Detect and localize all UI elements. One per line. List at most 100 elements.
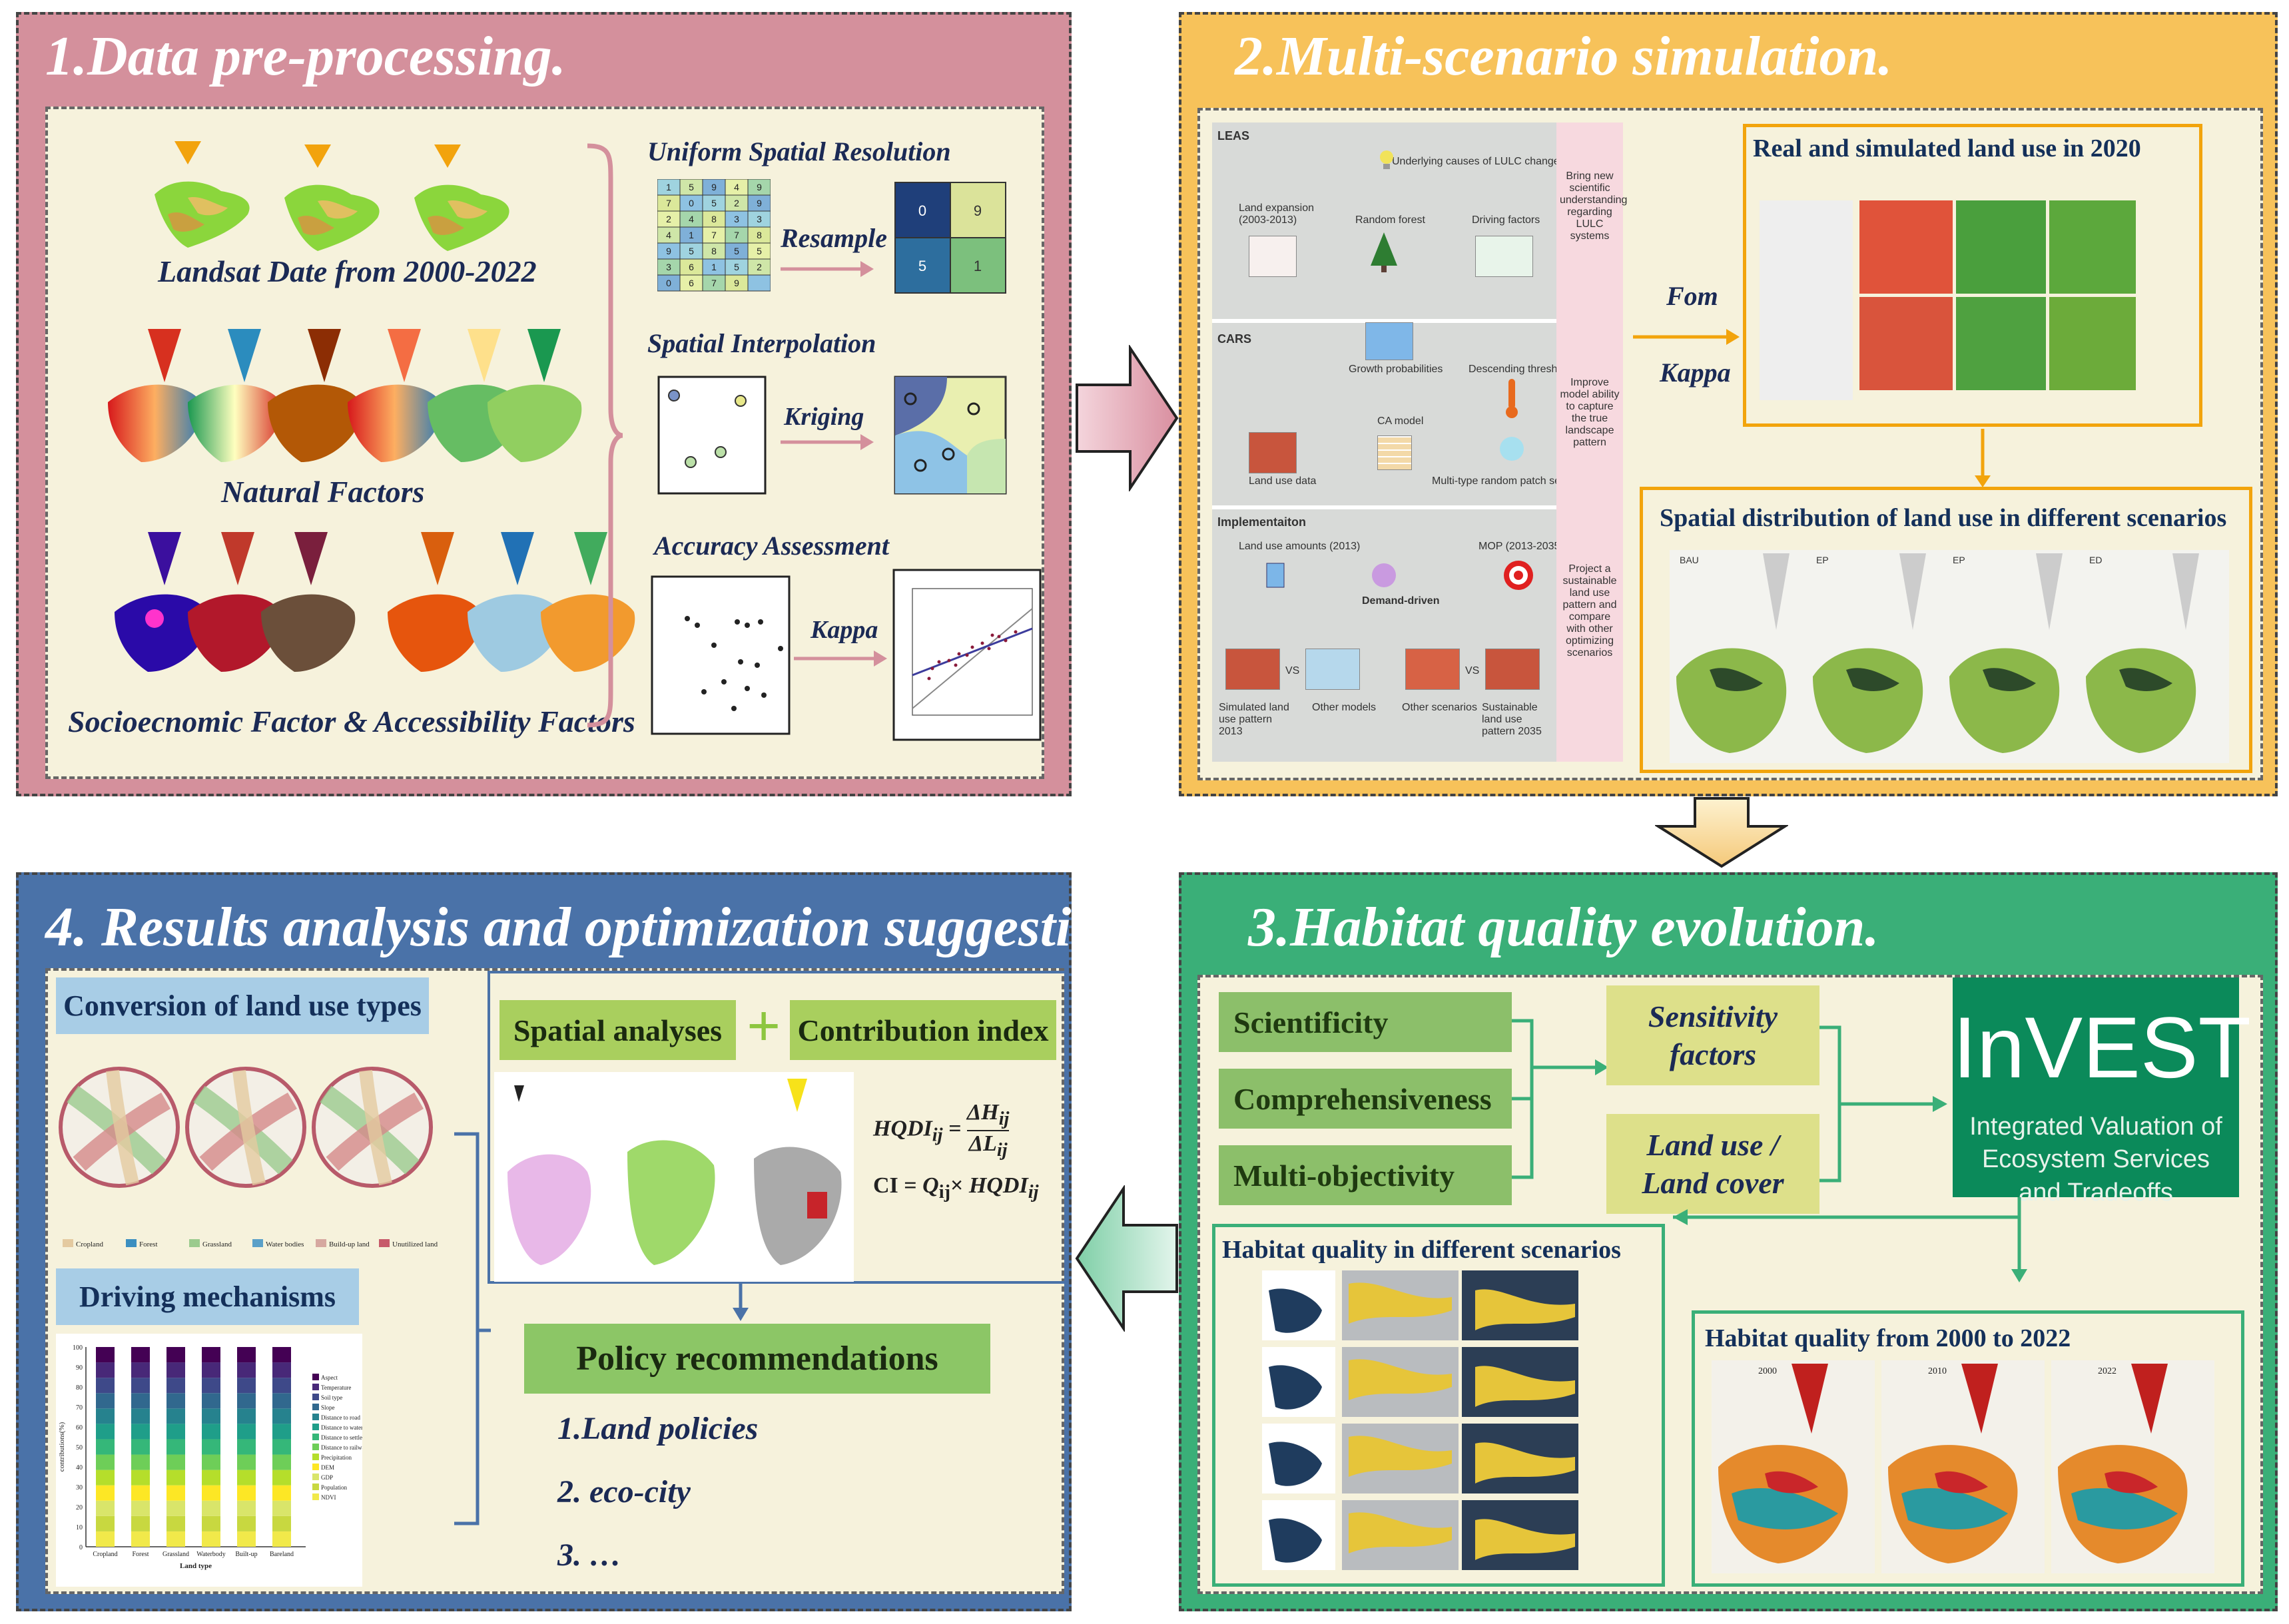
bar-segment: [131, 1393, 150, 1409]
bar-segment: [96, 1531, 115, 1547]
bar-segment: [166, 1500, 185, 1516]
y-tick: 100: [73, 1344, 83, 1352]
legend-label: Distance to road: [321, 1414, 360, 1421]
spatial-dist-box: Spatial distribution of land use in diff…: [1640, 487, 2252, 773]
grid-cell: [702, 210, 726, 228]
hq-patch: [1475, 1519, 1575, 1560]
habitat-patch: [1765, 1471, 1818, 1493]
water-patch: [2119, 668, 2172, 691]
outcome-column-bg: [1556, 123, 1623, 762]
grid-cell: [747, 274, 771, 292]
panel-title: 1.Data pre-processing.: [45, 25, 566, 87]
arrow-left-3to4: [1075, 1185, 1178, 1332]
amounts-label: Land use amounts (2013): [1239, 541, 1361, 552]
region-wedge: [1763, 553, 1790, 630]
hq-region: [1269, 1365, 1322, 1410]
bar-segment: [202, 1531, 220, 1547]
grid-value: 5: [734, 246, 739, 256]
kappa-label: Kappa: [811, 616, 878, 644]
criteria-multi-objectivity: Multi-objectivity: [1219, 1145, 1512, 1205]
bar-segment: [166, 1470, 185, 1486]
legend-label: Distance to settlement: [321, 1434, 362, 1441]
growth-label: Growth probabilities: [1349, 364, 1443, 375]
bar-segment: [272, 1347, 291, 1363]
x-tick: Forest: [133, 1551, 149, 1558]
grid-cell: [725, 210, 749, 228]
sim-pattern-map: [1225, 649, 1280, 690]
map-tile: [2049, 200, 2136, 294]
bar-segment: [272, 1378, 291, 1394]
kriging-label: Kriging: [784, 403, 864, 431]
scenario-map: [1949, 648, 2060, 753]
criteria-connector: [1512, 1019, 1608, 1179]
legend-label: Population: [321, 1484, 348, 1491]
voronoi-map: [894, 376, 1007, 495]
bar-segment: [202, 1408, 220, 1424]
map-tile: [2049, 297, 2136, 390]
legend-swatch: [316, 1239, 326, 1247]
habitat-patch: [2105, 1471, 2158, 1493]
bar-segment: [237, 1531, 256, 1547]
resample-label: Resample: [781, 223, 887, 253]
grid-value: 9: [666, 246, 671, 256]
kappa-label: Kappa: [1660, 358, 1731, 388]
spatial-maps-drawing: [507, 1079, 842, 1265]
grid-cell: [702, 258, 726, 276]
bar-segment: [131, 1470, 150, 1486]
bar-segment: [202, 1515, 220, 1531]
natural-factor-maps: [108, 329, 582, 462]
contribution-index: Contribution index: [790, 1000, 1056, 1060]
grid-value: 7: [666, 198, 671, 208]
improve-label: Improve model ability to capture the tru…: [1560, 377, 1620, 448]
legend-label: Slope: [321, 1404, 335, 1411]
ca-model-label: CA model: [1377, 415, 1424, 427]
region-wedge: [1899, 553, 1926, 630]
grid-value: 3: [734, 214, 739, 224]
regression-plot: [892, 569, 1042, 741]
grid-cell: [657, 226, 681, 244]
bar-segment: [272, 1408, 291, 1424]
bar-segment: [96, 1378, 115, 1394]
bar-segment: [96, 1470, 115, 1486]
bar-segment: [131, 1424, 150, 1440]
bar-segment: [96, 1515, 115, 1531]
socioeconomic-label: Socioecnomic Factor & Accessibility Fact…: [68, 704, 635, 738]
kappa-arrow: [794, 651, 887, 667]
scenario-label: ED: [2089, 555, 2102, 565]
legend-swatch: [312, 1474, 319, 1480]
implementation-label: Implementaiton: [1217, 515, 1307, 529]
grid-value: 9: [734, 278, 739, 288]
grid-cell: [747, 194, 771, 212]
bar-segment: [96, 1408, 115, 1424]
resampled-grid: 0 9 5 1: [894, 182, 1006, 294]
sustainable-map: [1485, 649, 1540, 690]
small-map: [1760, 200, 1853, 400]
water-patch: [1846, 668, 1899, 691]
year-label: 2022: [2098, 1366, 2117, 1376]
bar-segment: [166, 1439, 185, 1455]
section-divider: [1212, 319, 1585, 323]
grid-value: 8: [711, 214, 717, 224]
patch-seeds-label: Multi-type random patch seeds: [1432, 475, 1578, 487]
grid-cell: [725, 242, 749, 260]
scatter-points: [651, 575, 791, 735]
habitat-patch: [1732, 1488, 1838, 1529]
bar-segment: [237, 1439, 256, 1455]
x-axis-label: Land type: [180, 1562, 212, 1570]
bar-segment: [237, 1454, 256, 1470]
grid-value: 4: [734, 182, 739, 192]
grid-value: 6: [689, 262, 694, 272]
mop-label: MOP (2013-2035): [1478, 541, 1564, 552]
grid-value: 5: [689, 246, 694, 256]
legend-swatch: [63, 1239, 73, 1247]
fom-label: Fom: [1666, 281, 1718, 311]
legend-swatch: [312, 1424, 319, 1430]
grid-cell: [747, 210, 771, 228]
x-tick: Cropland: [93, 1551, 117, 1558]
grid-value: 1: [711, 262, 717, 272]
bar-segment: [131, 1378, 150, 1394]
bar-segment: [202, 1424, 220, 1440]
criteria-scientificity: Scientificity: [1219, 992, 1512, 1052]
panel-title: 3.Habitat quality evolution.: [1248, 896, 1879, 958]
